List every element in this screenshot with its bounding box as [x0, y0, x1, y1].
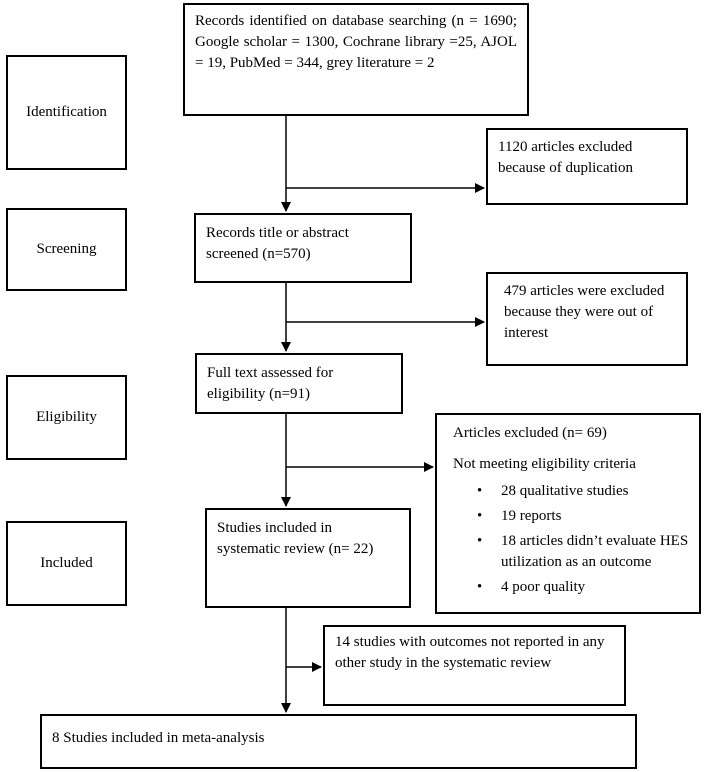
systematic-review-box: Studies included in systematic review (n… — [205, 508, 411, 608]
excluded-interest-text: 479 articles were excluded because they … — [504, 283, 665, 341]
list-item: 4 poor quality — [477, 577, 689, 598]
stage-screening-label: Screening — [36, 241, 97, 257]
meta-analysis-box: 8 Studies included in meta-analysis — [40, 714, 637, 769]
excluded-eligibility-box: Articles excluded (n= 69) Not meeting el… — [435, 413, 701, 614]
stage-included: Included — [6, 521, 127, 606]
records-identified-box: Records identified on database searching… — [183, 3, 529, 116]
stage-identification: Identification — [6, 55, 127, 170]
not-reported-box: 14 studies with outcomes not reported in… — [323, 625, 626, 706]
screened-text: Records title or abstract screened (n=57… — [206, 225, 349, 262]
full-text-text: Full text assessed for eligibility (n=91… — [207, 365, 334, 402]
list-item: 19 reports — [477, 506, 689, 527]
stage-screening: Screening — [6, 208, 127, 291]
not-reported-text: 14 studies with outcomes not reported in… — [335, 634, 605, 671]
stage-eligibility-label: Eligibility — [36, 409, 97, 425]
excluded-duplicates-box: 1120 articles excluded because of duplic… — [486, 128, 688, 205]
records-identified-text: Records identified on database searching… — [195, 13, 517, 71]
excluded-interest-box: 479 articles were excluded because they … — [486, 272, 688, 366]
excluded-eligibility-title: Articles excluded (n= 69) — [453, 425, 607, 441]
stage-identification-label: Identification — [26, 104, 107, 120]
full-text-box: Full text assessed for eligibility (n=91… — [195, 353, 403, 414]
excluded-duplicates-text: 1120 articles excluded because of duplic… — [498, 139, 633, 176]
meta-analysis-text: 8 Studies included in meta-analysis — [52, 730, 265, 746]
screened-box: Records title or abstract screened (n=57… — [194, 213, 412, 283]
systematic-review-text: Studies included in systematic review (n… — [217, 520, 374, 557]
stage-included-label: Included — [40, 555, 93, 571]
stage-eligibility: Eligibility — [6, 375, 127, 460]
list-item: 18 articles didn’t evaluate HES utilizat… — [477, 531, 689, 573]
list-item: 28 qualitative studies — [477, 481, 689, 502]
excluded-eligibility-list: 28 qualitative studies 19 reports 18 art… — [453, 481, 689, 598]
excluded-eligibility-subtitle: Not meeting eligibility criteria — [453, 456, 636, 472]
